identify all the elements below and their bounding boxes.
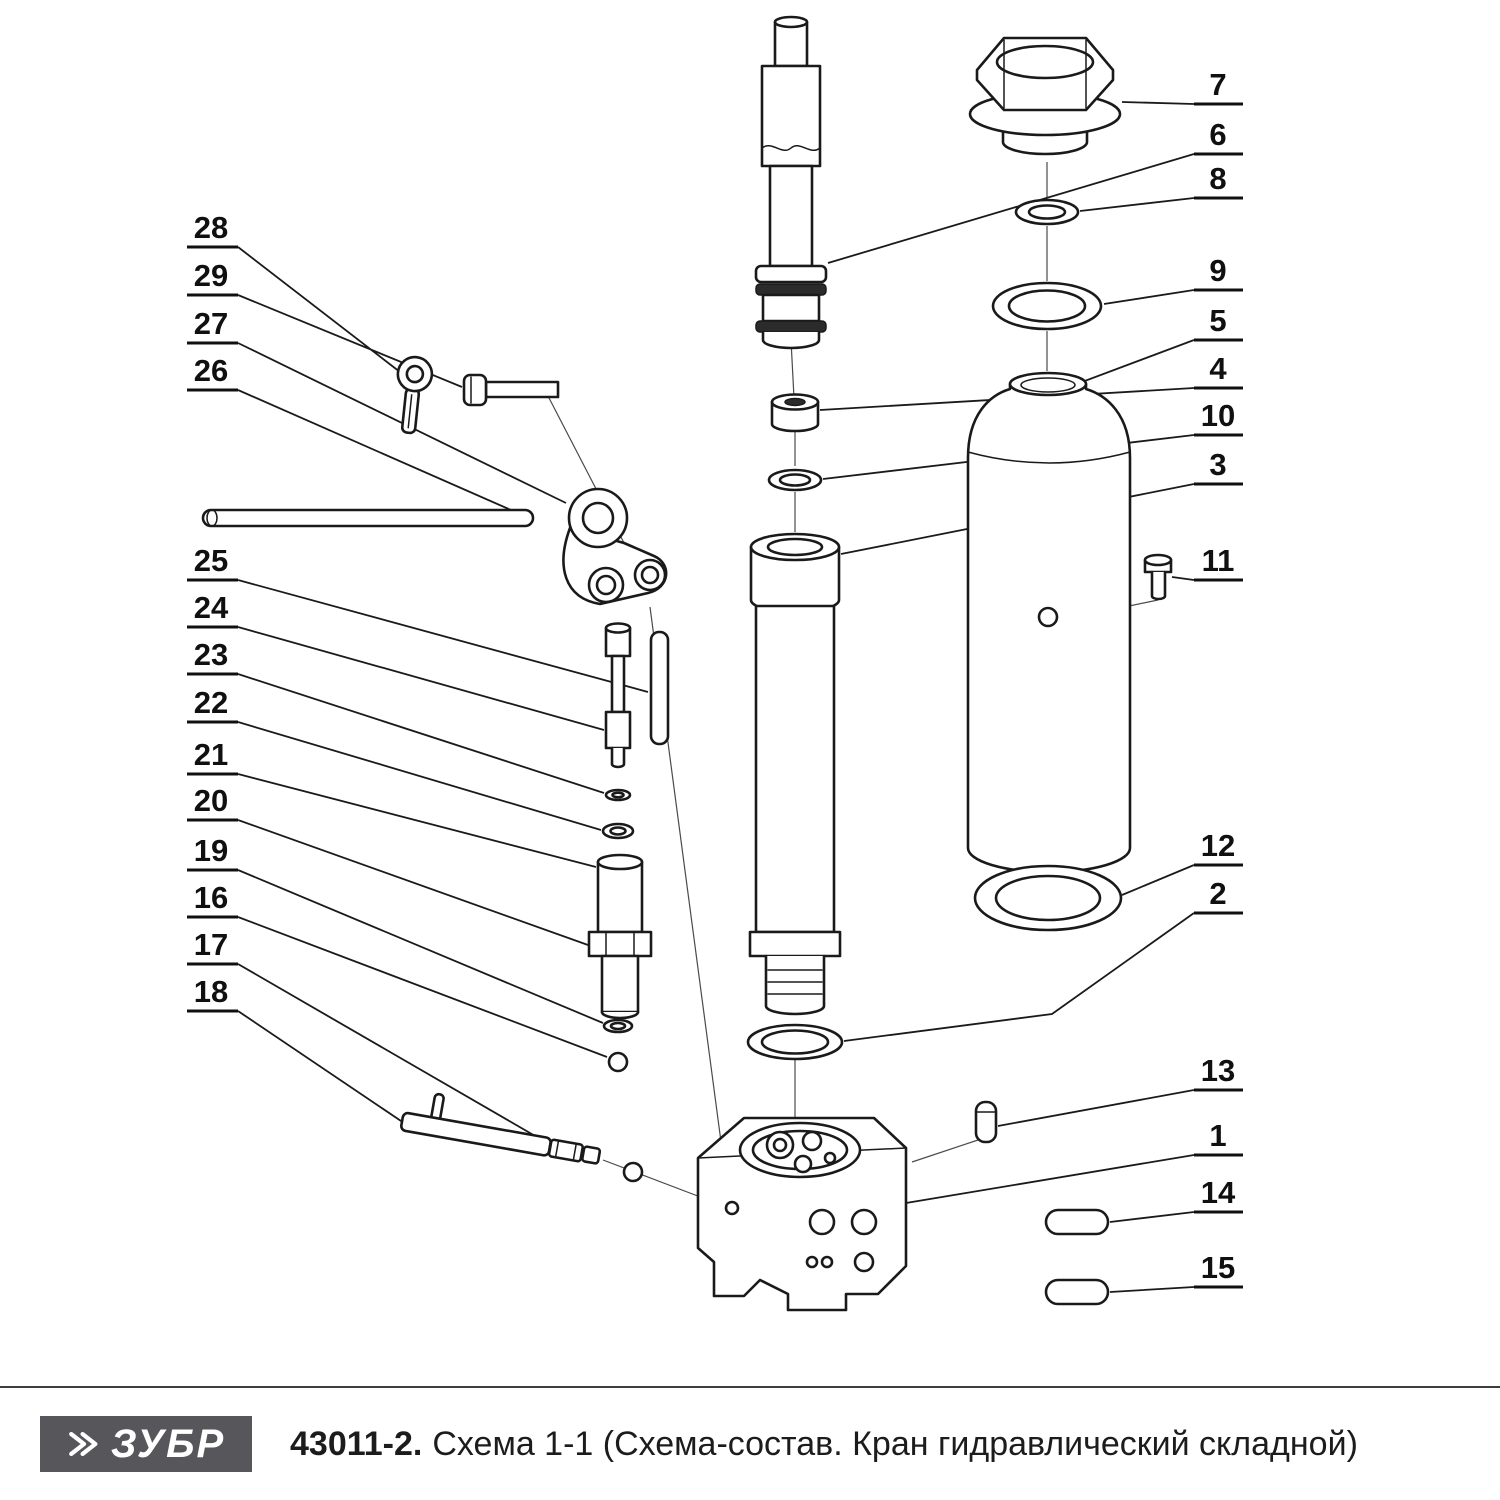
part-28-ring-pin: [396, 355, 434, 435]
part-2-seal: [746, 1023, 844, 1061]
svg-text:19: 19: [194, 833, 228, 868]
part-4-bushing: [770, 393, 820, 433]
part-13-pin: [974, 1100, 998, 1144]
caption-text: Схема 1-1 (Схема-состав. Кран гидравличе…: [432, 1424, 1358, 1463]
svg-text:2: 2: [1209, 876, 1226, 911]
callout-7: 7: [1194, 67, 1243, 106]
svg-text:11: 11: [1202, 543, 1235, 578]
callout-5: 5: [1194, 303, 1243, 342]
svg-text:6: 6: [1209, 117, 1226, 152]
svg-text:26: 26: [194, 353, 228, 388]
svg-text:27: 27: [194, 306, 228, 341]
callout-25: 25: [187, 543, 238, 582]
svg-text:24: 24: [194, 590, 229, 625]
callout-27: 27: [187, 306, 238, 345]
brand-name: ЗУБР: [110, 1421, 226, 1466]
callout-10: 10: [1194, 398, 1243, 437]
part-3-inner-cylinder: [748, 532, 842, 1016]
part-29-bolt: [462, 373, 560, 407]
svg-text:9: 9: [1209, 253, 1226, 288]
part-20-21-pump-plunger: [587, 853, 653, 1020]
part-24-valve-pin: [604, 622, 632, 769]
svg-text:4: 4: [1209, 351, 1227, 386]
svg-text:13: 13: [1201, 1053, 1235, 1088]
part-17-sleeve: [547, 1138, 584, 1163]
svg-text:16: 16: [194, 880, 228, 915]
part-12-large-o-ring: [973, 864, 1123, 932]
part-8-seal-ring-small: [1014, 198, 1080, 226]
svg-text:15: 15: [1201, 1250, 1235, 1285]
brand-logo-icon: [68, 1431, 98, 1457]
part-5-outer-tank: [966, 371, 1132, 874]
footer: ЗУБР 43011-2.Схема 1-1 (Схема-состав. Кр…: [0, 1386, 1500, 1500]
svg-text:18: 18: [194, 974, 228, 1009]
caption: 43011-2.Схема 1-1 (Схема-состав. Кран ги…: [290, 1425, 1358, 1464]
svg-text:17: 17: [194, 927, 228, 962]
callout-16: 16: [187, 880, 238, 919]
part-14-plug: [1044, 1208, 1110, 1236]
part-15-plug: [1044, 1278, 1110, 1306]
callout-3: 3: [1194, 447, 1243, 486]
svg-text:3: 3: [1209, 447, 1226, 482]
callout-4: 4: [1194, 351, 1243, 390]
exploded-view-svg: 28 29 27 26 25 24 23 22 21 20 19 16 17 1…: [187, 15, 1243, 1312]
callout-18: 18: [187, 974, 238, 1013]
callout-17: 17: [187, 927, 238, 966]
part-22-small-o-ring: [601, 822, 635, 840]
part-1-base-block: [696, 1116, 908, 1312]
callout-1: 1: [1194, 1118, 1243, 1157]
svg-text:28: 28: [194, 210, 228, 245]
svg-text:21: 21: [194, 737, 228, 772]
callout-23: 23: [187, 637, 238, 676]
callout-14: 14: [1194, 1175, 1243, 1214]
svg-text:5: 5: [1209, 303, 1226, 338]
svg-text:29: 29: [194, 258, 228, 293]
part-16-steel-ball: [607, 1051, 644, 1183]
callout-12: 12: [1194, 828, 1243, 867]
callout-19: 19: [187, 833, 238, 872]
callout-13: 13: [1194, 1053, 1243, 1092]
callout-24: 24: [187, 590, 238, 629]
callout-15: 15: [1194, 1250, 1243, 1289]
callout-8: 8: [1194, 161, 1243, 200]
svg-text:1: 1: [1209, 1118, 1226, 1153]
part-6-piston-rod: [754, 15, 828, 350]
brand-logo: ЗУБР: [40, 1416, 252, 1472]
part-25-pin-plate: [649, 630, 670, 746]
part-23-washer: [604, 788, 632, 802]
part-27-lever-bracket: [562, 487, 668, 606]
callout-26: 26: [187, 353, 238, 392]
svg-text:8: 8: [1209, 161, 1226, 196]
callout-6: 6: [1194, 117, 1243, 156]
callout-28: 28: [187, 210, 238, 249]
callout-21: 21: [187, 737, 238, 776]
part-26-handle-rod: [201, 508, 535, 528]
part-7-cap-nut: [968, 36, 1122, 156]
svg-text:23: 23: [194, 637, 228, 672]
svg-text:10: 10: [1201, 398, 1235, 433]
model-number: 43011-2.: [290, 1424, 423, 1463]
svg-text:25: 25: [194, 543, 228, 578]
svg-text:20: 20: [194, 783, 228, 818]
part-11-oil-plug-bolt: [1143, 553, 1173, 601]
svg-text:22: 22: [194, 685, 228, 720]
callout-20: 20: [187, 783, 238, 822]
svg-text:12: 12: [1201, 828, 1235, 863]
callout-29: 29: [187, 258, 238, 297]
callout-9: 9: [1194, 253, 1243, 292]
part-19-o-ring: [602, 1018, 634, 1034]
callout-22: 22: [187, 685, 238, 724]
callout-11: 11: [1194, 543, 1243, 582]
callout-2: 2: [1194, 876, 1243, 915]
svg-text:14: 14: [1201, 1175, 1236, 1210]
svg-text:7: 7: [1209, 67, 1226, 102]
part-10-o-ring: [767, 468, 823, 492]
oil-filler-hole: [1037, 606, 1059, 628]
part-9-seal-ring: [991, 281, 1103, 331]
